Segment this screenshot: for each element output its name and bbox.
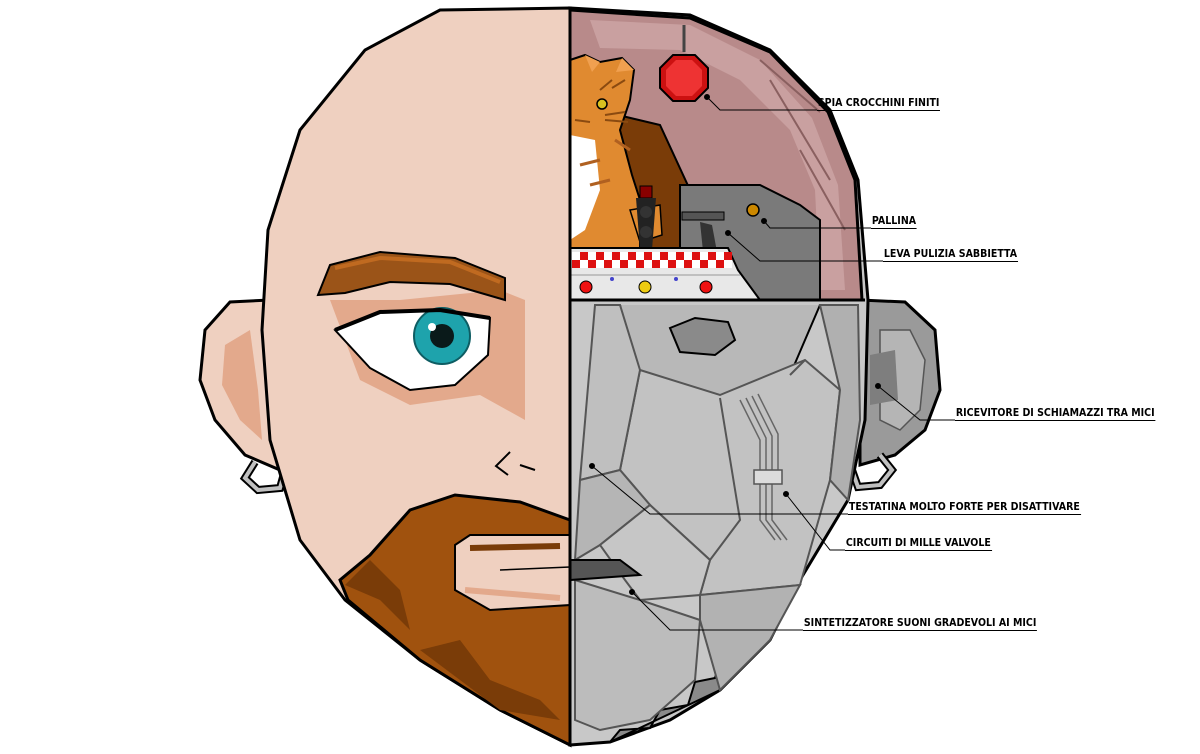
panel-checker-cell xyxy=(604,260,612,268)
panel-checker-cell xyxy=(708,252,716,260)
panel-checker-cell xyxy=(628,252,636,260)
panel-checker-cell xyxy=(700,252,708,260)
label-pallina: PALLINA xyxy=(871,214,917,229)
panel-checker-cell xyxy=(652,252,660,260)
panel-checker-cell xyxy=(668,252,676,260)
alarm-light xyxy=(659,25,709,102)
panel-checker-cell xyxy=(588,260,596,268)
pallina-ball xyxy=(746,203,760,217)
panel-checker-cell xyxy=(580,252,588,260)
human-half xyxy=(198,6,572,748)
panel-checker-cell xyxy=(676,252,684,260)
panel-checker-cell xyxy=(572,252,580,260)
panel-checker-cell xyxy=(628,260,636,268)
panel-checker-cell xyxy=(596,260,604,268)
callout-lines xyxy=(589,94,955,631)
panel-checker-cell xyxy=(676,260,684,268)
panel-checker-cell xyxy=(724,252,732,260)
panel-checker-cell xyxy=(580,260,588,268)
panel-checker-cell xyxy=(700,260,708,268)
label-leva: LEVA PULIZIA SABBIETTA xyxy=(883,247,1018,262)
label-sintetizzatore: SINTETIZZATORE SUONI GRADEVOLI AI MICI xyxy=(803,616,1038,631)
panel-checker-cell xyxy=(684,260,692,268)
label-ricevitore: RICEVITORE DI SCHIAMAZZI TRA MICI xyxy=(955,406,1156,421)
panel-checker-cell xyxy=(612,252,620,260)
panel-checker-cell xyxy=(644,252,652,260)
panel-checker-cell xyxy=(644,260,652,268)
panel-checker-cell xyxy=(636,252,644,260)
robot-half xyxy=(568,6,942,747)
control-panel xyxy=(569,247,762,301)
panel-checker-cell xyxy=(612,260,620,268)
panel-checker-cell xyxy=(596,252,604,260)
panel-checker-cell xyxy=(660,252,668,260)
panel-checker-cell xyxy=(588,252,596,260)
pupil xyxy=(430,324,454,348)
joystick xyxy=(636,185,656,250)
panel-checker-cell xyxy=(724,260,732,268)
panel-checker-cell xyxy=(692,252,700,260)
circuits xyxy=(739,393,788,541)
panel-checker-cell xyxy=(716,260,724,268)
panel-checker-cell xyxy=(684,252,692,260)
panel-checker-cell xyxy=(620,260,628,268)
panel-checker-cell xyxy=(620,252,628,260)
panel-checker-cell xyxy=(572,260,580,268)
panel-checker-cell xyxy=(636,260,644,268)
panel-checker-cell xyxy=(708,260,716,268)
panel-checker-cell xyxy=(652,260,660,268)
label-circuiti: CIRCUITI DI MILLE VALVOLE xyxy=(845,536,992,551)
panel-checker-cell xyxy=(716,252,724,260)
panel-checker-cell xyxy=(604,252,612,260)
label-testatina: TESTATINA MOLTO FORTE PER DISATTIVARE xyxy=(848,500,1081,515)
panel-checker-cell xyxy=(660,260,668,268)
left-ear-inner xyxy=(222,330,262,440)
label-spia-crocchini: SPIA CROCCHINI FINITI xyxy=(817,96,941,111)
panel-checker-cell xyxy=(668,260,676,268)
panel-checker-cell xyxy=(692,260,700,268)
nose xyxy=(494,451,536,476)
